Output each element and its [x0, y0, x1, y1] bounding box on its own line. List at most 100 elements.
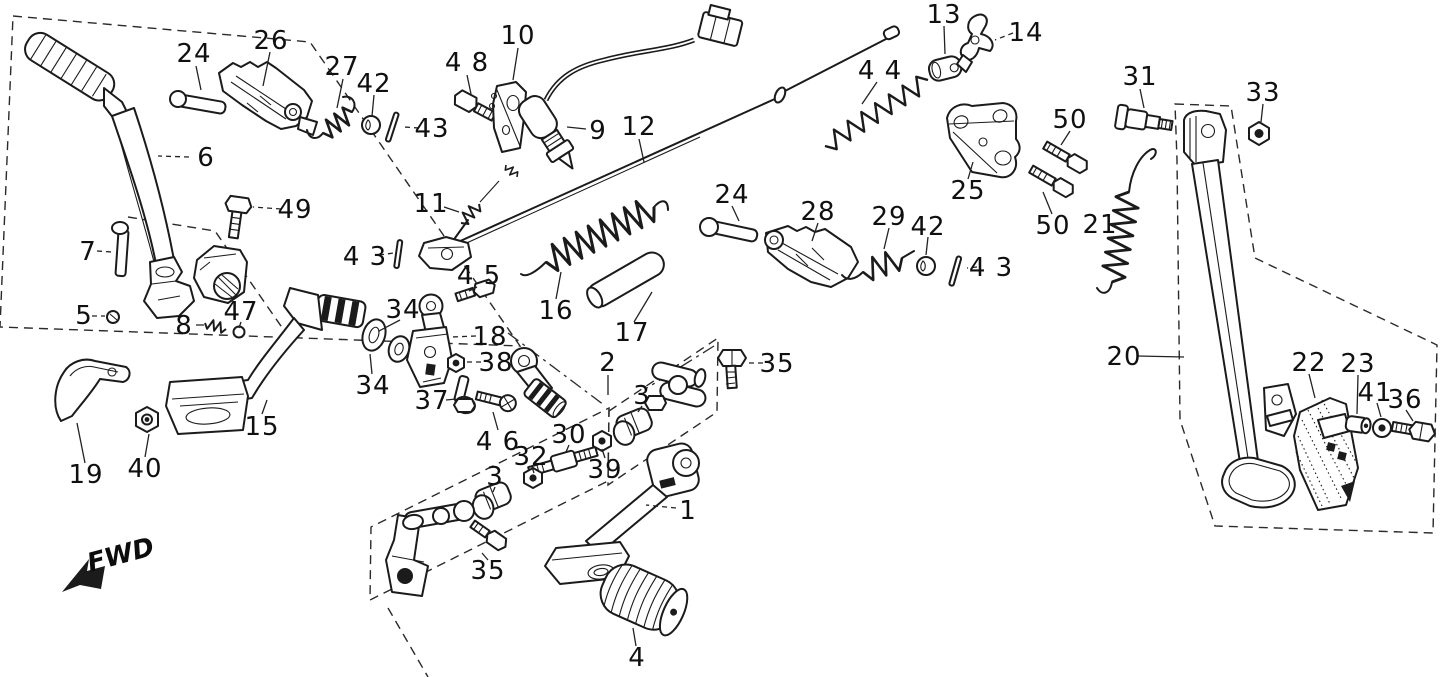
spring-hooks	[306, 95, 1157, 294]
projection-line-arm	[507, 332, 605, 406]
coil-springs	[204, 75, 1140, 334]
part-drawings	[24, 4, 1436, 637]
pin-24-rear	[699, 217, 759, 243]
brake-rod-clevis	[418, 236, 472, 271]
part-callout-6: 6	[197, 143, 215, 173]
pin-43c	[948, 255, 963, 287]
front-foot-peg	[218, 61, 318, 136]
part-callout-21: 21	[1082, 210, 1117, 240]
kickstarter-boundary	[0, 15, 522, 347]
part-callout-3: 3	[486, 462, 504, 492]
spring-16	[545, 200, 656, 272]
pin-43b	[393, 239, 404, 269]
stand-rubber-22	[1293, 397, 1359, 511]
part-callout-37: 37	[414, 386, 449, 416]
collar-13	[927, 55, 963, 82]
kick-starter-arm	[24, 31, 195, 319]
part-callout-43: 43	[414, 114, 449, 144]
part-callout-28: 28	[800, 197, 835, 227]
part-callout-10: 10	[500, 21, 535, 51]
part-callout-25: 25	[950, 176, 985, 206]
pin-24-front	[169, 90, 227, 115]
bolt-37	[453, 375, 476, 415]
pedal-rubber-4	[599, 563, 689, 637]
bolt-48	[453, 89, 497, 122]
spring-switch-tip	[504, 164, 519, 178]
part-callout-11: 11	[413, 189, 448, 219]
shift-knuckle-assembly	[385, 500, 475, 597]
spring-27-hooks	[306, 95, 356, 139]
part-callout-29: 29	[871, 202, 906, 232]
spring-16-hooks	[520, 200, 669, 277]
part-callout-3: 3	[633, 381, 651, 411]
part-callout-47: 47	[223, 297, 258, 327]
part-callout-31: 31	[1122, 62, 1157, 92]
nut-32	[523, 467, 543, 489]
bolt-50a	[1042, 140, 1088, 175]
part-callout-33: 33	[1245, 78, 1280, 108]
part-callout-42: 42	[356, 69, 391, 99]
stray-dash	[387, 607, 429, 677]
sidestand-boundary	[1174, 103, 1438, 534]
bolt-50b	[1028, 164, 1074, 199]
part-callout-1: 1	[679, 496, 697, 526]
fwd-arrow-icon	[62, 559, 105, 592]
washer-34a	[361, 318, 387, 352]
part-callout-4: 4	[628, 643, 646, 673]
spring-21-hooks	[1096, 148, 1157, 294]
part-callout-35: 35	[759, 349, 794, 379]
part-callout-9: 9	[589, 116, 607, 146]
part-callout-22: 22	[1291, 348, 1326, 378]
stand-tab	[1263, 383, 1297, 437]
part-callout-12: 12	[621, 112, 656, 142]
part-callout-42: 42	[910, 212, 945, 242]
collar-23	[1344, 415, 1372, 435]
nut-40	[135, 406, 159, 433]
spring-8	[204, 319, 227, 334]
ball-47	[232, 325, 246, 339]
bolt-35a	[717, 349, 747, 390]
part-callout-34: 34	[355, 371, 390, 401]
tube-17	[586, 251, 665, 309]
part-callout-38: 38	[478, 348, 513, 378]
part-callout-14: 14	[1008, 18, 1043, 48]
fwd-marker: FWD	[62, 532, 158, 592]
part-callout-40: 40	[127, 454, 162, 484]
spring-29	[862, 251, 904, 282]
brake-rod-12	[446, 25, 901, 252]
part-callout-8: 8	[175, 311, 193, 341]
spindle-arm-2	[510, 347, 567, 419]
bolt-36	[1390, 420, 1436, 443]
part-callout-24: 24	[714, 180, 749, 210]
spring-11	[460, 203, 482, 225]
nut-33	[1248, 121, 1270, 146]
part-callout-20: 20	[1106, 342, 1141, 372]
latch-14	[956, 13, 994, 73]
bolt-46	[474, 390, 517, 413]
part-callout-43: 4 3	[969, 253, 1013, 283]
part-callout-19: 19	[68, 460, 103, 490]
brake-pedal-15	[165, 287, 367, 435]
guard-plate-19	[54, 358, 131, 422]
part-callout-7: 7	[79, 237, 97, 267]
switch-bracket-10	[488, 81, 527, 153]
part-callout-2: 2	[599, 348, 617, 378]
pin-43a	[384, 111, 400, 143]
part-callout-26: 26	[253, 26, 288, 56]
part-callout-27: 27	[324, 52, 359, 82]
part-callout-50: 50	[1035, 211, 1070, 241]
side-stand	[1183, 109, 1297, 509]
part-callout-50: 50	[1052, 105, 1087, 135]
brake-light-switch	[517, 4, 744, 170]
pin-7	[111, 221, 130, 278]
bolt-49	[224, 194, 253, 240]
bolt-45	[454, 278, 496, 303]
gearshift-joint-boundary	[607, 336, 719, 487]
part-callout-36: 36	[1387, 385, 1422, 415]
connector	[697, 4, 744, 47]
leader-lines	[76, 25, 1414, 647]
kick-starter-joint	[106, 245, 248, 339]
